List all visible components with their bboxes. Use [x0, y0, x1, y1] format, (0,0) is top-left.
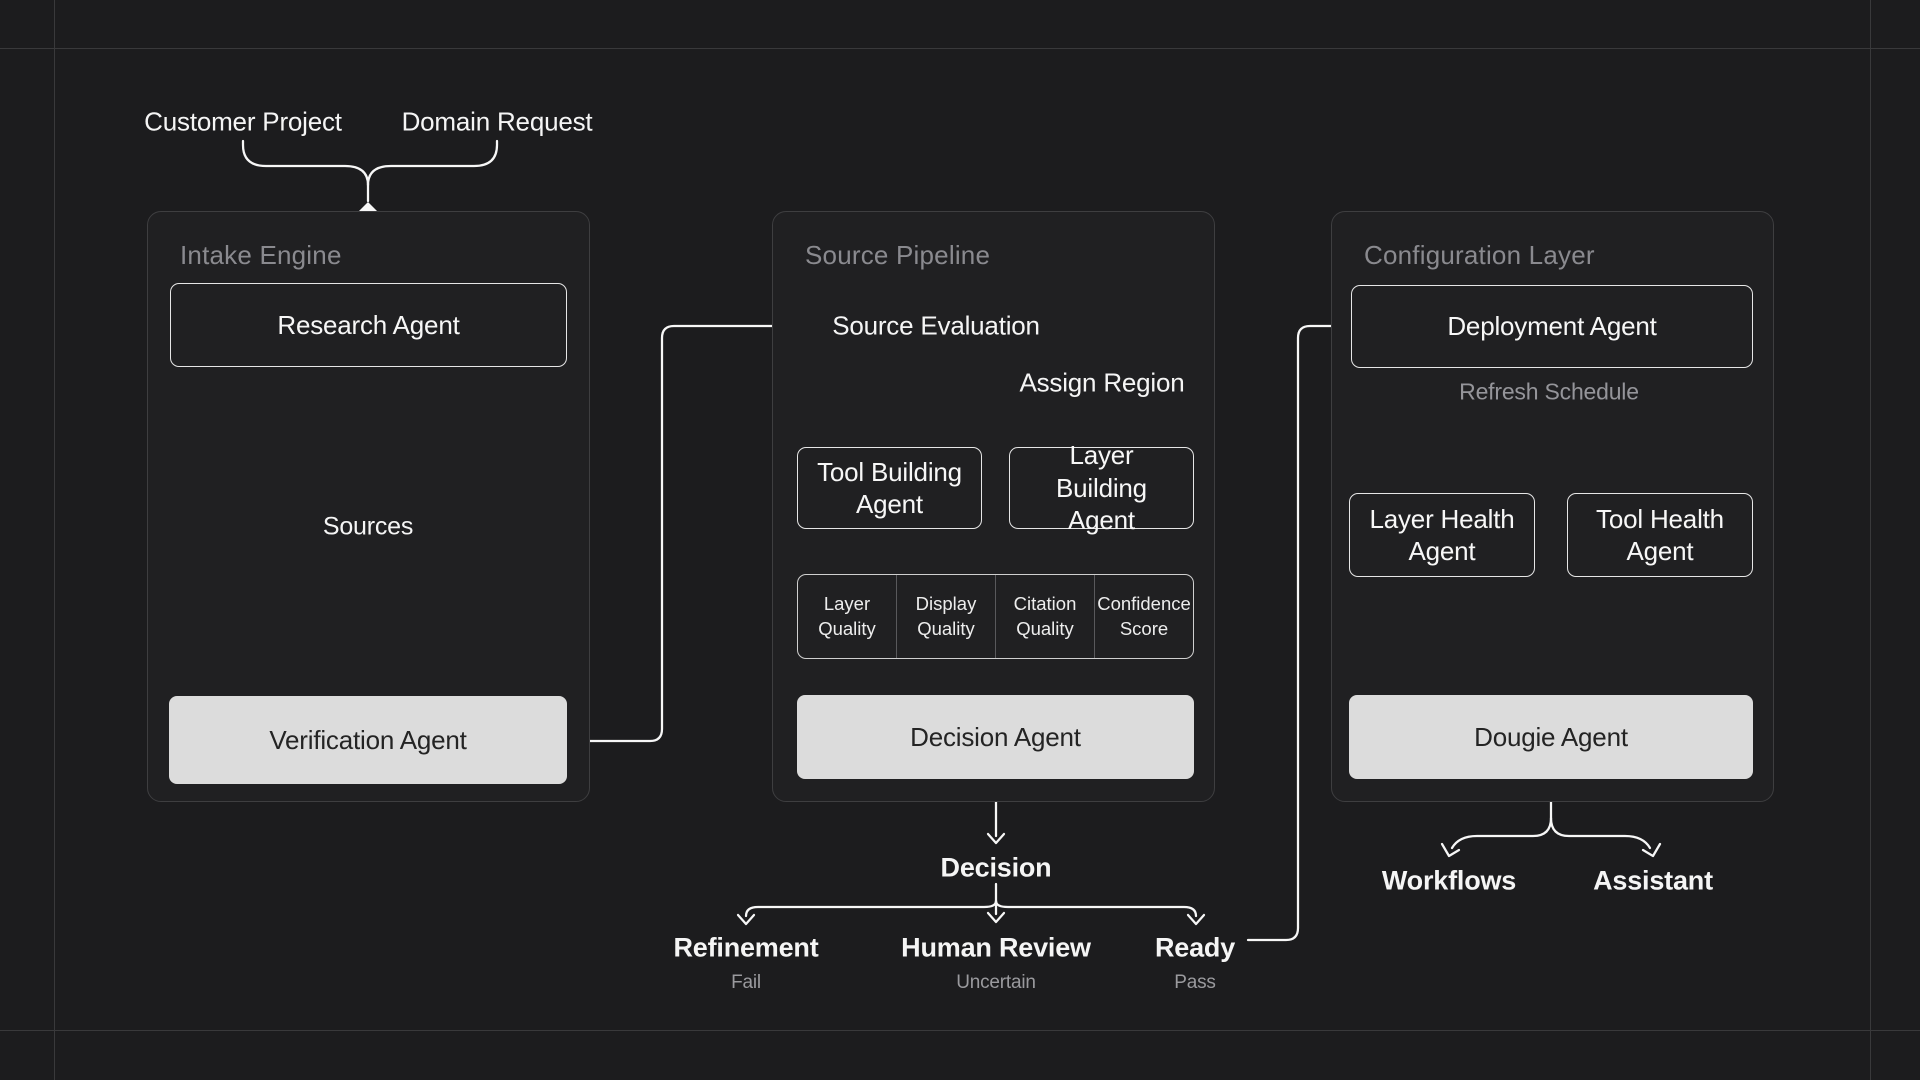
node-dougie-agent-label: Dougie Agent [1474, 721, 1628, 752]
node-decision-agent-label: Decision Agent [910, 721, 1081, 752]
input-domain-request: Domain Request [401, 106, 593, 137]
node-deployment-agent: Deployment Agent [1351, 285, 1753, 368]
metric-citation-quality: Citation Quality [995, 575, 1094, 658]
input-customer-project: Customer Project [144, 106, 342, 137]
node-tool-building-agent: Tool Building Agent [797, 447, 982, 529]
node-tool-health-agent-label: Tool Health Agent [1596, 503, 1724, 567]
label-decision: Decision [940, 852, 1052, 883]
metric-confidence-score: Confidence Score [1094, 575, 1193, 658]
label-assign-region: Assign Region [1019, 367, 1185, 398]
node-tool-building-agent-label: Tool Building Agent [817, 456, 962, 520]
node-layer-building-agent-label: Layer Building Agent [1056, 440, 1147, 536]
outcome-human-review-sub: Uncertain [956, 972, 1036, 993]
guide-line-bottom [0, 1030, 1920, 1031]
outcome-ready: Ready [1154, 932, 1236, 963]
node-dougie-agent: Dougie Agent [1349, 695, 1753, 779]
guide-line-top [0, 48, 1920, 49]
metric-display-quality: Display Quality [896, 575, 995, 658]
label-source-evaluation: Source Evaluation [832, 310, 1040, 341]
label-refresh-schedule: Refresh Schedule [1459, 378, 1639, 405]
quality-metrics-strip: Layer Quality Display Quality Citation Q… [797, 574, 1194, 659]
panel-title-source-pipeline: Source Pipeline [805, 240, 991, 270]
guide-line-right [1870, 0, 1871, 1080]
output-workflows: Workflows [1381, 865, 1517, 896]
panel-title-configuration-layer: Configuration Layer [1364, 240, 1595, 270]
label-sources: Sources [322, 512, 414, 541]
outcome-ready-sub: Pass [1174, 972, 1216, 993]
outcome-human-review: Human Review [901, 932, 1091, 963]
node-research-agent-label: Research Agent [277, 309, 460, 340]
node-deployment-agent-label: Deployment Agent [1447, 311, 1657, 342]
node-layer-health-agent: Layer Health Agent [1349, 493, 1535, 577]
node-verification-agent: Verification Agent [169, 696, 567, 784]
guide-line-left [54, 0, 55, 1080]
node-tool-health-agent: Tool Health Agent [1567, 493, 1753, 577]
outcome-refinement-sub: Fail [731, 972, 761, 993]
outcome-refinement: Refinement [673, 932, 819, 963]
panel-title-intake-engine: Intake Engine [180, 240, 342, 270]
node-research-agent: Research Agent [170, 283, 567, 367]
output-assistant: Assistant [1593, 865, 1713, 896]
node-layer-health-agent-label: Layer Health Agent [1369, 503, 1515, 567]
node-verification-agent-label: Verification Agent [269, 724, 467, 755]
metric-layer-quality: Layer Quality [818, 592, 876, 639]
node-layer-building-agent: Layer Building Agent [1009, 440, 1194, 535]
node-decision-agent: Decision Agent [797, 695, 1194, 779]
